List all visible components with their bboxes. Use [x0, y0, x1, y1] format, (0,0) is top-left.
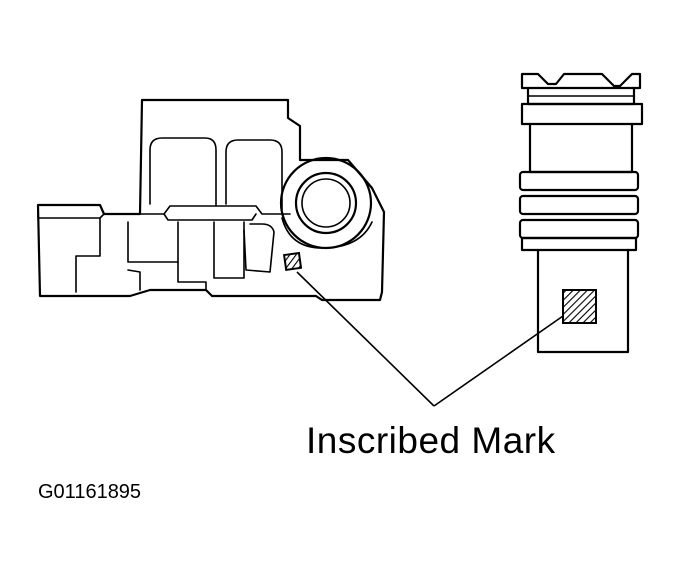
- valve-body-channel-5: [243, 223, 275, 273]
- spool-land-1: [518, 170, 640, 192]
- spool-cap: [520, 72, 642, 90]
- valve-spool: [518, 72, 644, 354]
- spool-land-3: [518, 218, 640, 240]
- figure-code: G01161895: [38, 481, 142, 503]
- bore-housing-inner: [294, 171, 358, 235]
- valve-body-channel-1: [75, 217, 101, 293]
- inscribed-mark-body: [282, 251, 303, 272]
- spool-land-4: [520, 236, 638, 252]
- leader-line-spool: [433, 315, 564, 407]
- valve-body-channel-4: [213, 221, 245, 279]
- spool-shaft: [528, 122, 634, 174]
- spool-lower-body: [536, 248, 630, 354]
- valve-body-channel-2: [127, 221, 179, 263]
- spool-land-2: [518, 194, 640, 216]
- leader-line-body: [296, 271, 435, 407]
- bore-housing-skirt: [281, 217, 373, 249]
- valve-body-channel-6: [127, 269, 141, 291]
- valve-body: [36, 98, 386, 302]
- valve-body-rib: [103, 205, 291, 215]
- valve-body-channel-3: [177, 261, 207, 291]
- spool-collar: [520, 102, 644, 126]
- inscribed-mark-label: Inscribed Mark: [306, 420, 556, 461]
- inscribed-mark-spool: [562, 289, 597, 324]
- bore-housing-outer: [279, 156, 373, 250]
- bore-housing-core: [301, 178, 351, 228]
- callout-leaders: [296, 271, 564, 407]
- valve-body-rib-lower: [163, 213, 257, 221]
- valve-body-pocket-2: [225, 139, 283, 211]
- valve-body-outline: [36, 98, 386, 302]
- valve-body-pocket-1: [149, 137, 217, 207]
- valve-body-left-ledge: [37, 204, 105, 219]
